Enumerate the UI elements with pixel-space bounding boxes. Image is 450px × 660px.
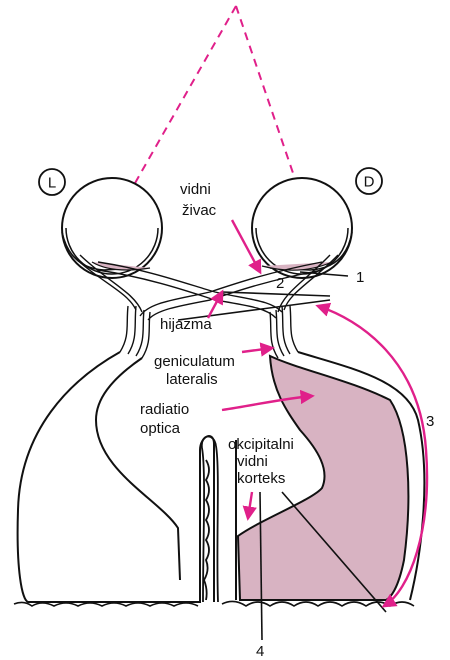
eye-label-left: L [39, 169, 65, 195]
label-number-2: 2 [276, 275, 284, 292]
arrow-cortex [248, 492, 252, 518]
label-cortex-1: okcipitalni [228, 436, 294, 453]
label-optic-nerve-2: živac [182, 202, 217, 219]
arrow-lgn [242, 348, 272, 352]
eye-label-right: D [356, 168, 382, 194]
label-cortex-3: korteks [237, 470, 285, 487]
label-radiation-1: radiatio [140, 401, 189, 418]
leader-2 [222, 292, 330, 296]
eye-right-letter: D [364, 174, 375, 191]
left-hemisphere [18, 352, 214, 602]
leader-4 [260, 492, 262, 640]
label-radiation-2: optica [140, 420, 181, 437]
eye-left-letter: L [48, 175, 56, 192]
label-chiasm: hijazma [160, 316, 212, 333]
label-number-4: 4 [256, 643, 264, 660]
label-number-1: 1 [356, 269, 364, 286]
label-cortex-2: vidni [237, 453, 268, 470]
label-number-3: 3 [426, 413, 434, 430]
label-lgn-2: lateralis [166, 371, 218, 388]
left-eye [62, 178, 162, 278]
label-lgn-1: geniculatum [154, 353, 235, 370]
central-fissure [202, 436, 218, 602]
right-eye [252, 178, 352, 278]
label-optic-nerve-1: vidni [180, 181, 211, 198]
